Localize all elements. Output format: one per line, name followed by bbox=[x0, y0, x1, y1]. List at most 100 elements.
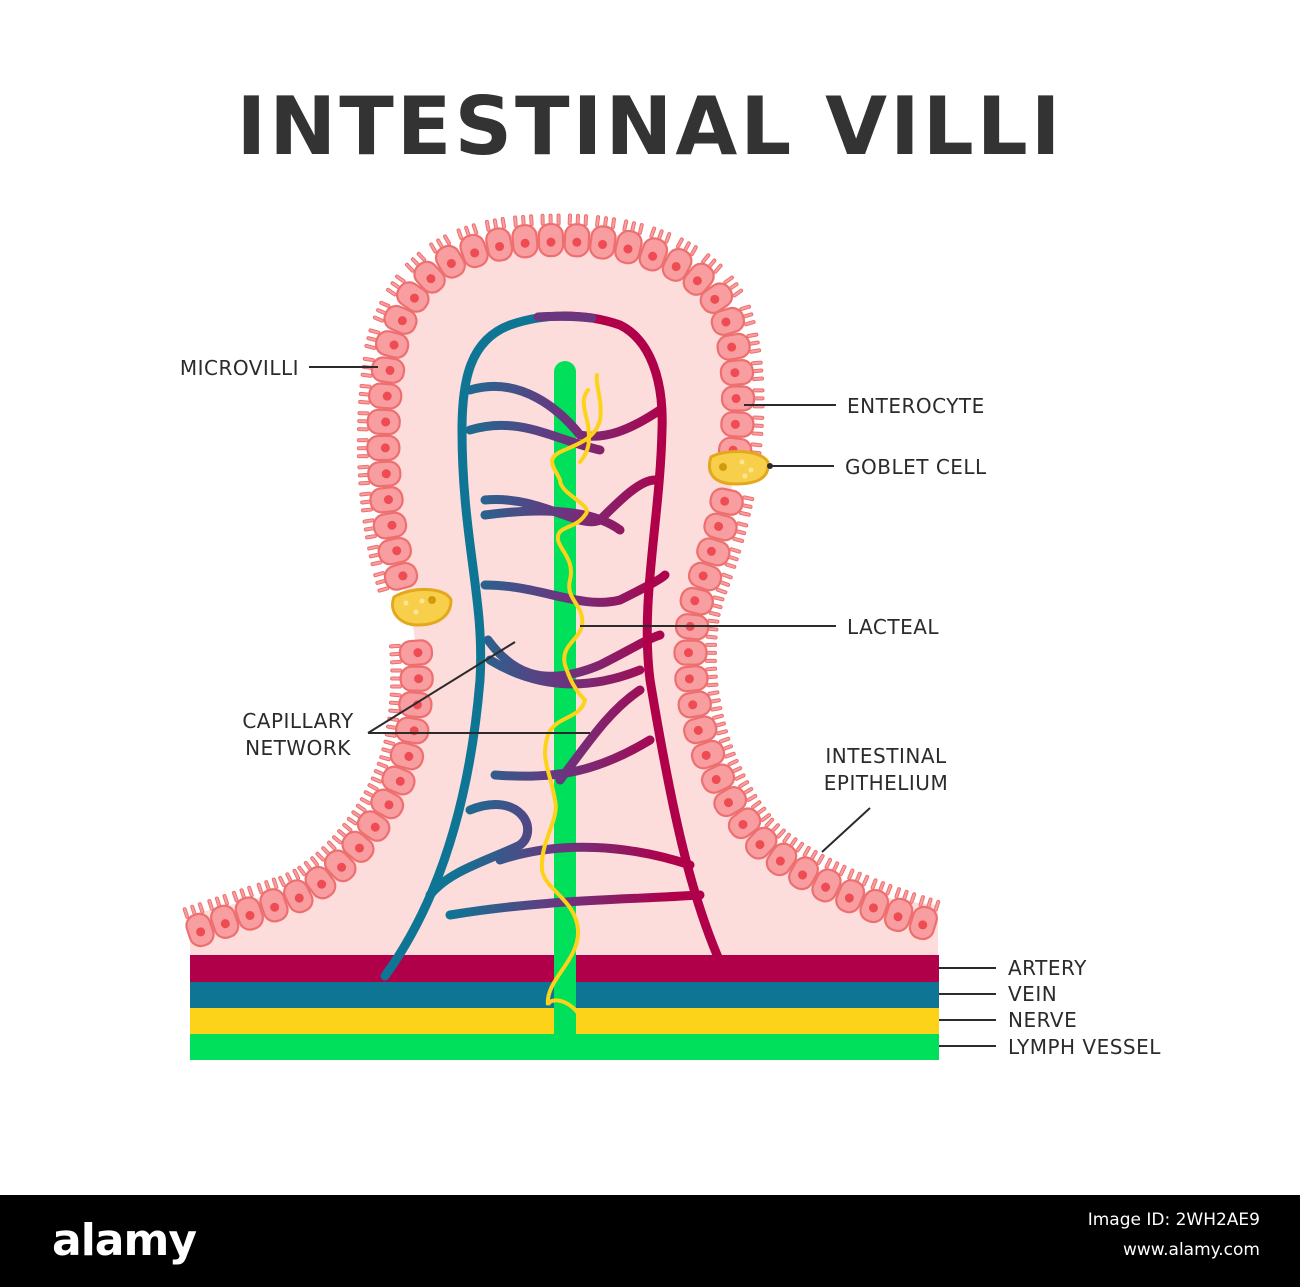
enterocyte bbox=[331, 822, 375, 863]
enterocyte bbox=[356, 408, 401, 436]
enterocyte-nucleus bbox=[714, 521, 724, 531]
microvillus bbox=[705, 634, 718, 640]
enterocyte-nucleus bbox=[572, 237, 582, 247]
enterocyte bbox=[690, 736, 736, 770]
microvillus bbox=[367, 783, 379, 791]
microvillus bbox=[701, 253, 711, 264]
microvillus bbox=[583, 214, 588, 227]
microvillus bbox=[197, 902, 205, 914]
microvillus bbox=[278, 875, 286, 888]
microvillus bbox=[707, 618, 720, 624]
microvillus bbox=[622, 219, 629, 232]
microvillus bbox=[356, 454, 369, 459]
enterocyte-nucleus bbox=[738, 819, 748, 829]
enterocyte-nucleus bbox=[623, 244, 633, 254]
enterocyte bbox=[713, 780, 758, 818]
enterocyte-nucleus bbox=[688, 700, 698, 710]
enterocyte-nucleus bbox=[683, 648, 693, 658]
enterocyte bbox=[373, 561, 419, 593]
microvillus bbox=[358, 480, 371, 486]
enterocyte-nucleus bbox=[868, 903, 878, 913]
enterocyte-nucleus bbox=[294, 893, 304, 903]
enterocyte bbox=[908, 895, 941, 941]
microvillus bbox=[357, 464, 370, 470]
microvillus bbox=[715, 587, 728, 595]
enterocyte-nucleus bbox=[392, 546, 402, 556]
enterocyte-nucleus bbox=[385, 365, 395, 375]
microvillus bbox=[356, 427, 369, 432]
enterocyte-nucleus bbox=[798, 870, 808, 880]
watermark-site: www.alamy.com bbox=[1122, 1240, 1260, 1260]
microvillus bbox=[713, 263, 723, 274]
microvillus bbox=[752, 388, 765, 393]
microvillus bbox=[567, 213, 572, 226]
microvillus bbox=[416, 251, 427, 262]
label-lymph-vessel: LYMPH VESSEL bbox=[1008, 1035, 1161, 1059]
enterocyte-nucleus bbox=[692, 276, 702, 286]
enterocyte bbox=[703, 512, 749, 543]
microvillus bbox=[664, 232, 672, 244]
label-intestinal-epithelium-line1: INTESTINAL bbox=[825, 744, 947, 768]
microvillus bbox=[718, 736, 731, 744]
microvillus bbox=[367, 544, 379, 551]
enterocyte-nucleus bbox=[384, 800, 394, 810]
microvillus bbox=[405, 262, 415, 273]
microvillus bbox=[379, 300, 391, 308]
microvillus bbox=[355, 803, 367, 813]
microvillus bbox=[649, 226, 657, 239]
microvillus bbox=[870, 878, 878, 890]
enterocyte bbox=[720, 385, 765, 412]
enterocyte-nucleus bbox=[690, 596, 700, 606]
microvillus bbox=[776, 828, 786, 839]
microvillus bbox=[529, 214, 534, 227]
microvillus bbox=[356, 438, 369, 443]
microvillus bbox=[500, 217, 507, 229]
microvillus bbox=[357, 411, 370, 416]
enterocyte-nucleus bbox=[918, 920, 928, 930]
label-intestinal-epithelium-line2: EPITHELIUM bbox=[824, 771, 948, 795]
label-capillary-network-line2: NETWORK bbox=[245, 736, 351, 760]
microvillus bbox=[724, 562, 737, 569]
microvillus bbox=[513, 215, 518, 228]
enterocyte bbox=[696, 537, 742, 569]
microvillus bbox=[362, 518, 375, 524]
enterocyte-nucleus bbox=[382, 391, 392, 401]
enterocyte-nucleus bbox=[721, 317, 731, 327]
microvillus bbox=[704, 658, 717, 663]
label-artery: ARTERY bbox=[1008, 956, 1087, 980]
enterocyte bbox=[788, 846, 825, 891]
enterocyte bbox=[388, 639, 434, 667]
microvillus bbox=[760, 813, 772, 822]
microvillus bbox=[689, 245, 698, 257]
microvillus bbox=[732, 288, 744, 298]
label-microvilli: MICROVILLI bbox=[180, 356, 299, 380]
enterocyte bbox=[456, 223, 489, 269]
microvillus bbox=[359, 491, 372, 497]
enterocyte-layer bbox=[182, 213, 941, 948]
enterocyte bbox=[429, 234, 466, 279]
enterocyte bbox=[687, 561, 733, 595]
enterocyte bbox=[359, 486, 404, 514]
microvillus bbox=[358, 399, 371, 405]
enterocyte bbox=[360, 356, 406, 384]
enterocyte-nucleus bbox=[395, 776, 405, 786]
microvillus bbox=[782, 832, 791, 844]
enterocyte bbox=[700, 758, 746, 794]
microvillus bbox=[365, 534, 377, 540]
watermark-logo: alamy bbox=[52, 1215, 197, 1266]
enterocyte-nucleus bbox=[520, 238, 530, 248]
microvillus bbox=[388, 708, 401, 714]
enterocyte bbox=[563, 213, 591, 258]
enterocyte-nucleus bbox=[706, 546, 716, 556]
microvillus bbox=[764, 817, 775, 828]
microvillus bbox=[388, 643, 401, 649]
enterocyte bbox=[661, 237, 698, 282]
microvillus bbox=[610, 217, 616, 230]
enterocyte-nucleus bbox=[270, 902, 280, 912]
enterocyte-nucleus bbox=[844, 893, 854, 903]
microvillus bbox=[739, 304, 752, 312]
enterocyte-nucleus bbox=[354, 843, 364, 853]
enterocyte-nucleus bbox=[893, 912, 903, 922]
microvillus bbox=[738, 511, 751, 517]
microvillus bbox=[933, 899, 941, 912]
